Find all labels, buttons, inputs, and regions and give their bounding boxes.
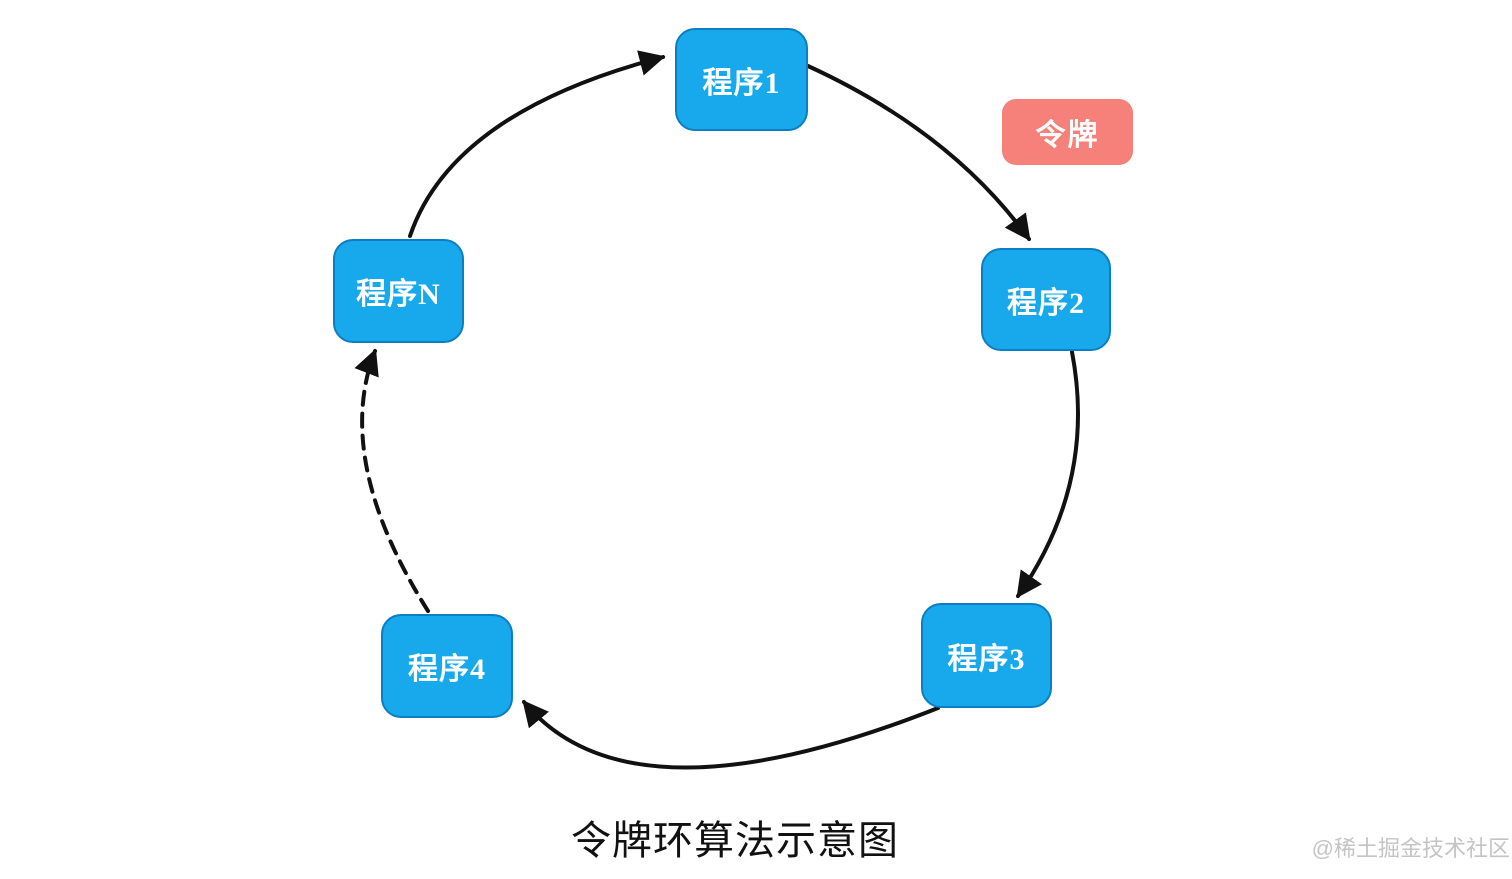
edge-program3-to-program4 [522, 699, 940, 770]
edge-program1-to-program2 [806, 64, 1031, 242]
edge-program2-to-program3 [1016, 350, 1081, 599]
node-program-1-label: 程序1 [702, 66, 781, 100]
watermark: @稀土掘金技术社区 [1311, 836, 1510, 861]
node-program-1: 程序1 [675, 28, 808, 131]
node-program-3: 程序3 [921, 603, 1052, 708]
node-program-n-label: 程序N [356, 278, 441, 311]
diagram-title: 令牌环算法示意图 [571, 818, 899, 863]
node-program-3-label: 程序3 [947, 642, 1026, 676]
node-program-n: 程序N [333, 239, 464, 343]
edge-programN-to-program1 [408, 50, 666, 238]
node-program-2-label: 程序2 [1007, 286, 1085, 320]
edge-program4-to-programN-dashed [354, 348, 430, 613]
token-label: 令牌 [1035, 119, 1100, 152]
node-program-2: 程序2 [981, 248, 1111, 351]
node-program-4-label: 程序4 [408, 653, 486, 686]
token-badge: 令牌 [1002, 99, 1133, 165]
node-program-4: 程序4 [381, 614, 513, 718]
